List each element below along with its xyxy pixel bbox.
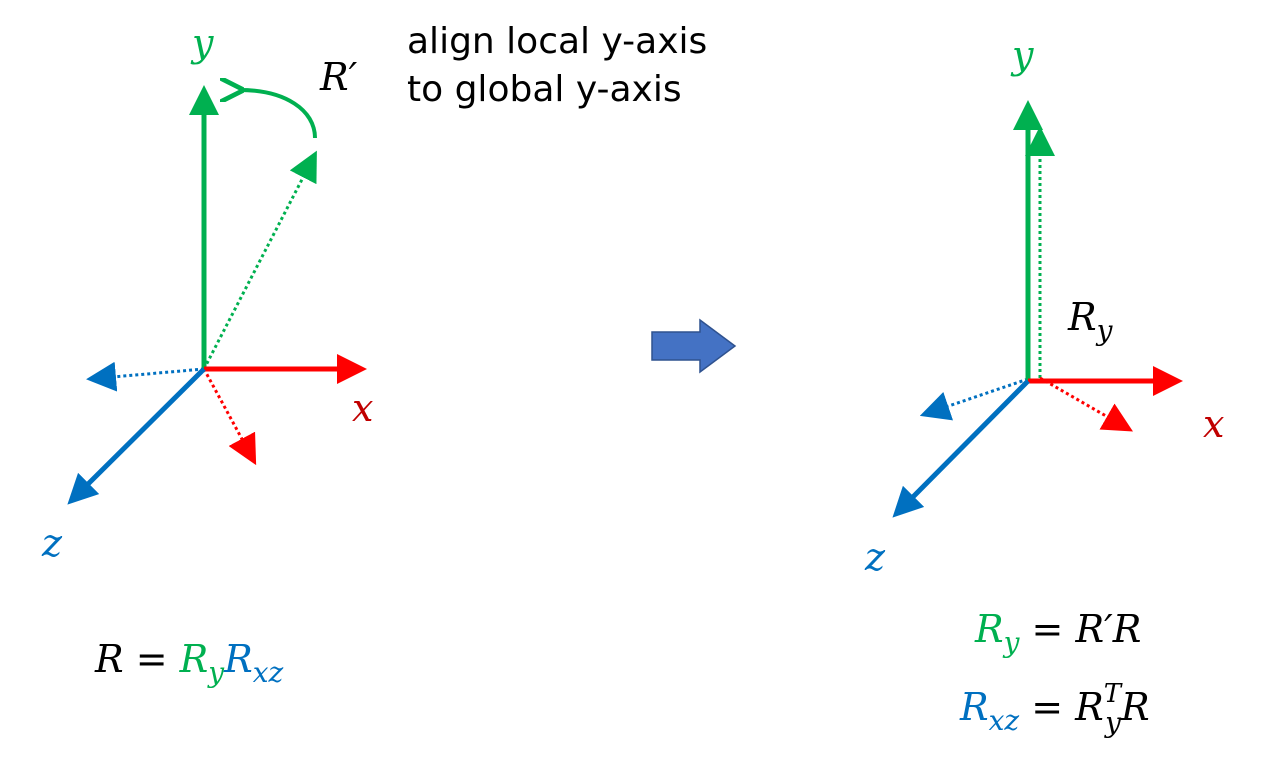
local-z-axis-dotted (86, 361, 205, 392)
left-label-z: z (41, 521, 63, 565)
caption: align local y-axis to global y-axis (407, 18, 707, 114)
left-label-y: y (190, 21, 214, 65)
local-y-axis-dotted (202, 150, 317, 370)
global-z-axis (67, 367, 206, 505)
local-z-axis-dotted (919, 377, 1029, 421)
local-x-axis-dotted (1039, 376, 1134, 432)
rotation-arrow (240, 90, 317, 139)
left-label-x: x (352, 386, 373, 430)
global-z-axis (892, 379, 1030, 518)
transition-arrow (651, 318, 737, 374)
right-label-z: z (864, 535, 886, 579)
local-x-axis-dotted (202, 368, 257, 466)
left-equation: R = RyRxz (94, 637, 283, 689)
caption-line-1: align local y-axis (407, 21, 708, 62)
right-label-y: y (1010, 33, 1034, 77)
rotation-label: R′ (319, 55, 358, 99)
left-frame: y x z R′ R = RyRxz (41, 21, 373, 689)
right-label-x: x (1203, 402, 1224, 446)
right-equation-1: Ry = R′R (974, 607, 1141, 659)
ry-label: Ry (1067, 295, 1114, 347)
caption-line-2: to global y-axis (407, 69, 682, 110)
